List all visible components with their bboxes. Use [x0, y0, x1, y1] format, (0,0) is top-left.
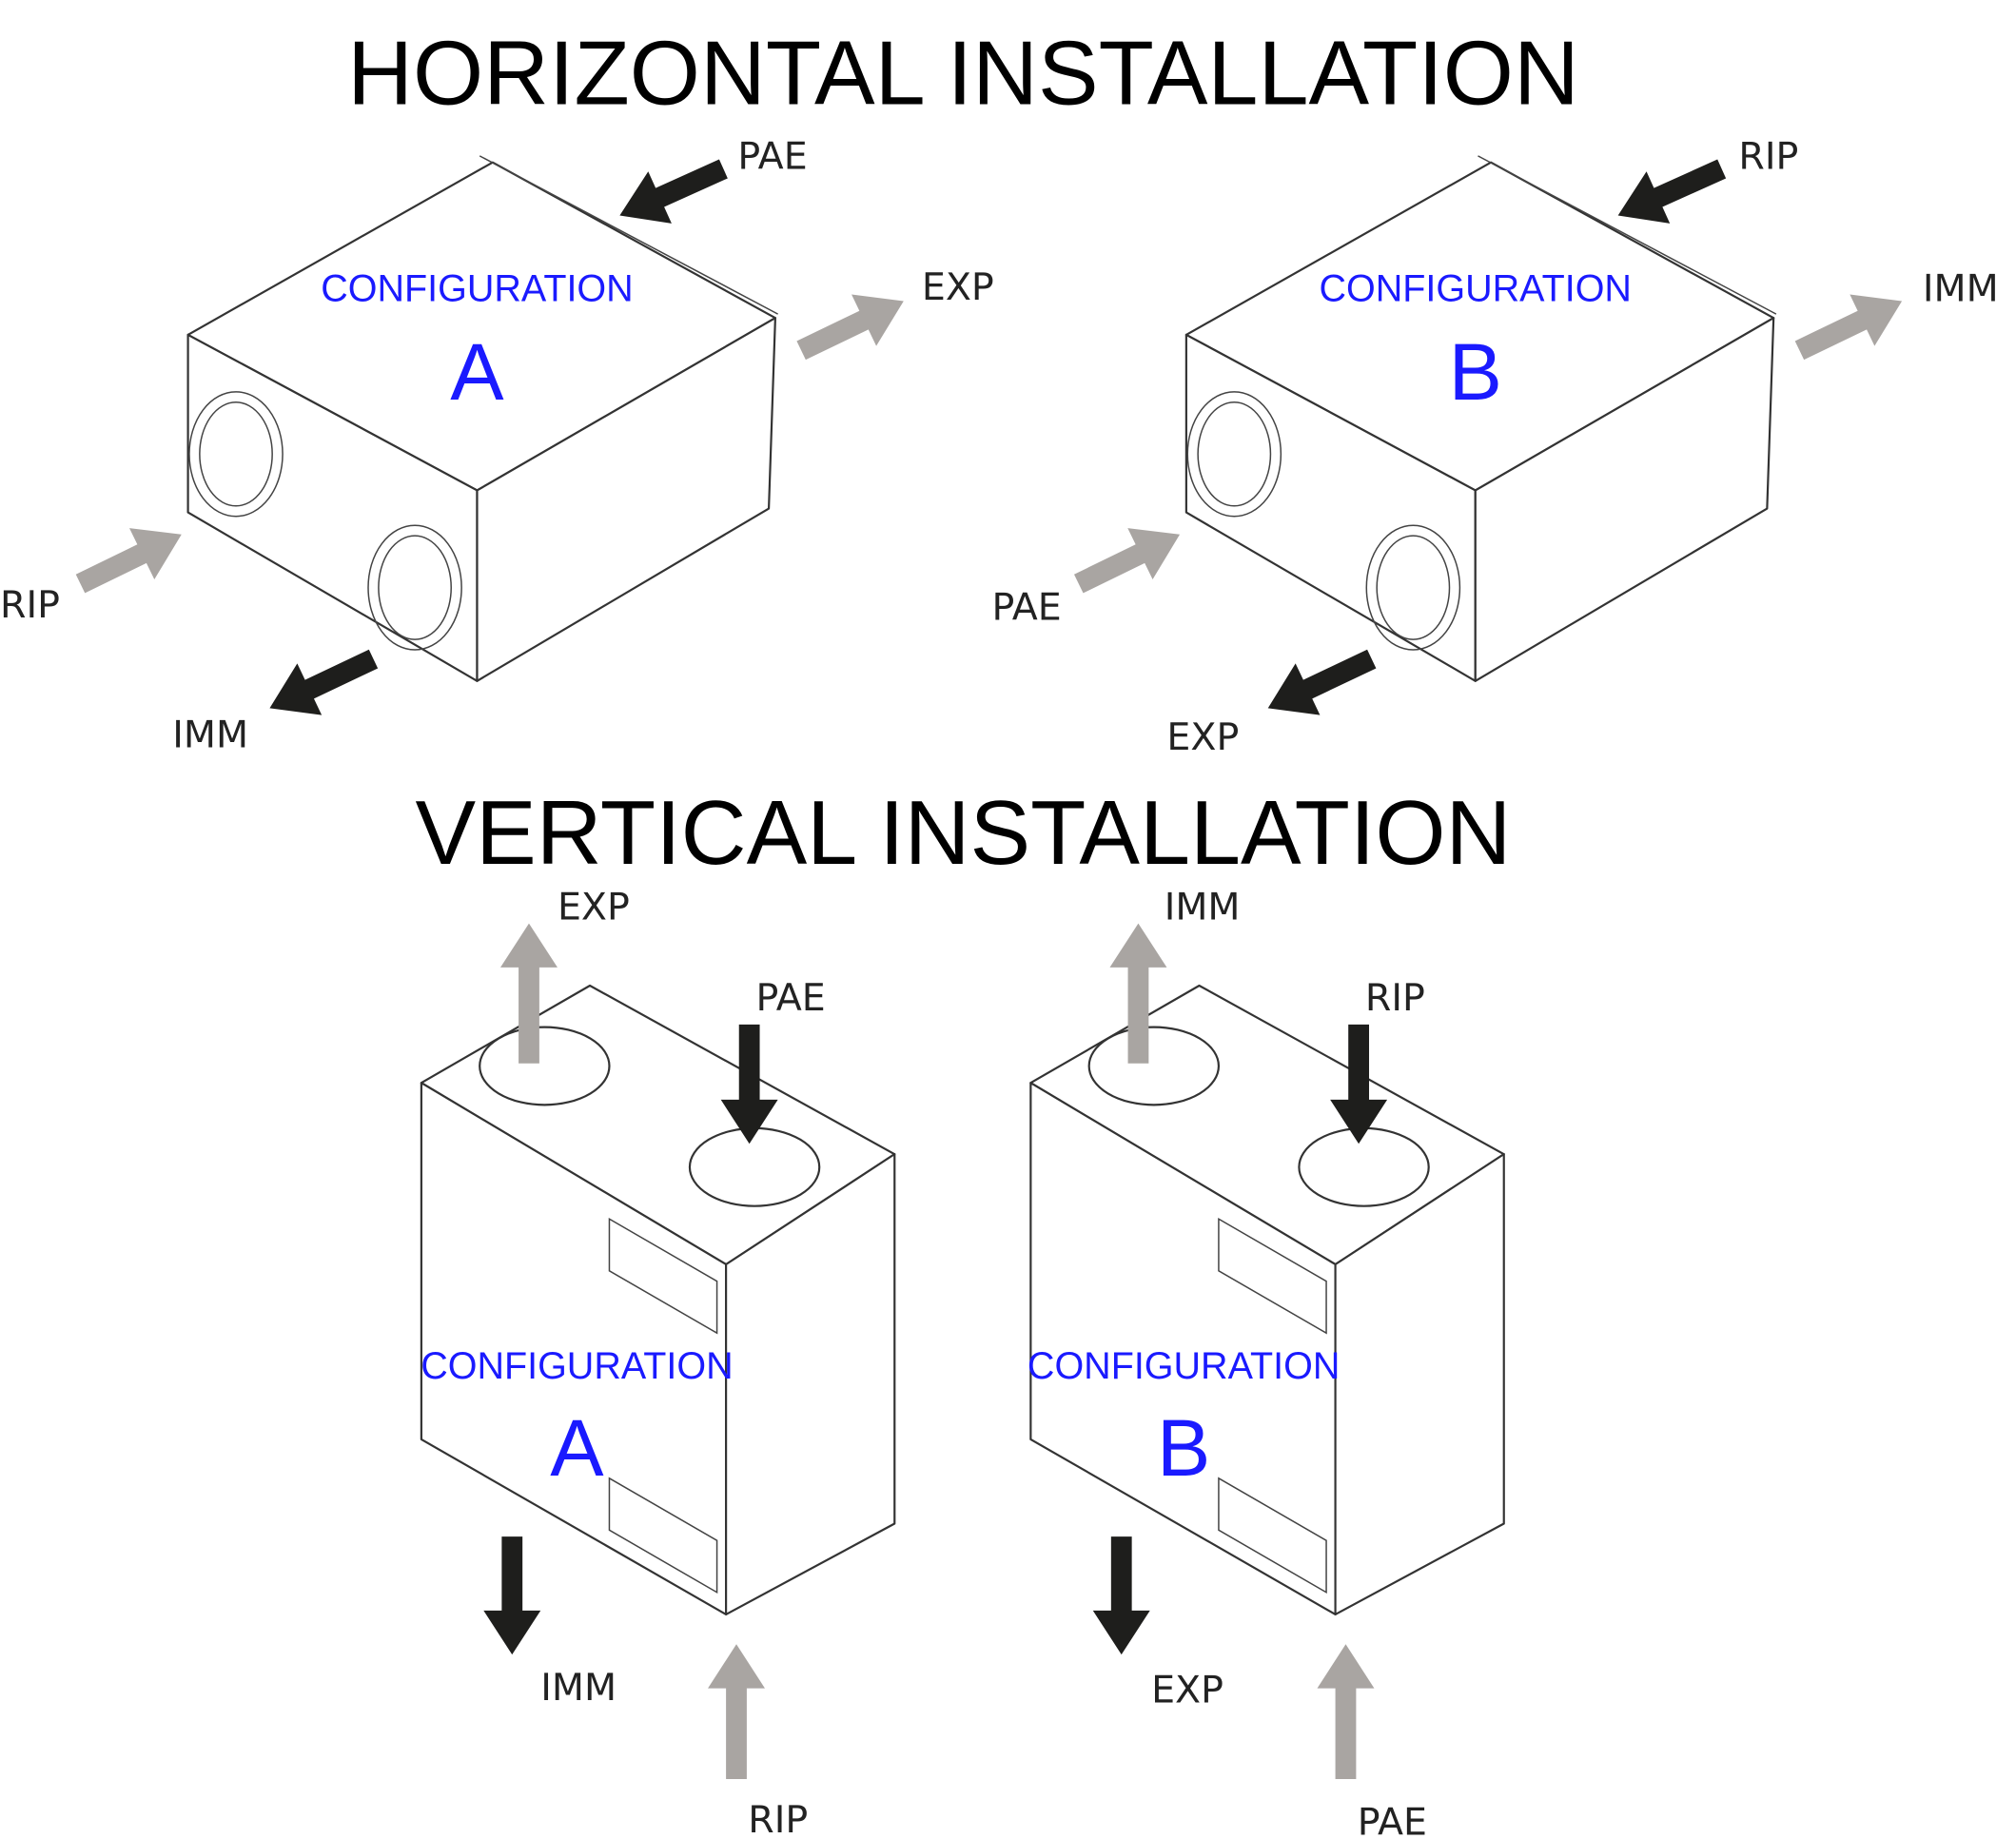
- flow-label: EXP: [1166, 715, 1239, 759]
- arrow-pae-icon: [1073, 528, 1181, 594]
- vertical-unit-a: [420, 984, 896, 1615]
- arrow-rip-icon: [75, 528, 182, 594]
- arrow-pae-icon: [720, 1024, 778, 1144]
- arrow-rip-icon: [1617, 159, 1727, 224]
- config-label: CONFIGURATION: [321, 267, 633, 309]
- flow-label: RIP: [1738, 134, 1798, 178]
- config-letter: B: [1449, 327, 1502, 417]
- arrow-pae-icon: [1317, 1644, 1375, 1779]
- arrow-imm-icon: [1794, 294, 1903, 361]
- flow-label: IMM: [1165, 885, 1241, 929]
- arrow-exp-icon: [500, 923, 558, 1064]
- flow-label: RIP: [0, 583, 60, 627]
- arrow-imm-icon: [1109, 923, 1167, 1064]
- config-letter: A: [550, 1403, 604, 1493]
- flow-label: IMM: [1923, 266, 1999, 310]
- arrow-exp-icon: [1092, 1536, 1150, 1655]
- flow-label: PAE: [1358, 1801, 1427, 1839]
- arrow-pae-icon: [619, 159, 728, 224]
- vertical-unit-b: [1029, 984, 1505, 1615]
- config-letter: A: [450, 327, 504, 417]
- flow-label: PAE: [991, 586, 1061, 630]
- flow-label: EXP: [558, 885, 630, 929]
- arrow-rip-icon: [1330, 1024, 1388, 1144]
- flow-label: EXP: [1151, 1669, 1223, 1712]
- config-label: CONFIGURATION: [421, 1345, 733, 1387]
- flow-label: IMM: [172, 713, 248, 756]
- config-letter: B: [1157, 1403, 1210, 1493]
- config-label: CONFIGURATION: [1320, 267, 1632, 309]
- flow-label: RIP: [1365, 976, 1425, 1020]
- flow-label: PAE: [755, 976, 825, 1020]
- config-label: CONFIGURATION: [1028, 1345, 1340, 1387]
- flow-label: EXP: [922, 265, 994, 309]
- vertical-title: VERTICAL INSTALLATION: [416, 783, 1512, 884]
- arrow-imm-icon: [269, 649, 379, 715]
- arrow-imm-icon: [483, 1536, 541, 1655]
- horizontal-unit-a: [186, 155, 778, 682]
- flow-label: PAE: [737, 134, 807, 178]
- arrow-rip-icon: [708, 1644, 765, 1779]
- arrow-exp-icon: [1267, 649, 1377, 715]
- flow-label: RIP: [748, 1798, 808, 1839]
- arrow-exp-icon: [796, 294, 904, 361]
- flow-label: IMM: [540, 1666, 617, 1710]
- horizontal-unit-b: [1184, 155, 1777, 682]
- horizontal-title: HORIZONTAL INSTALLATION: [347, 23, 1579, 124]
